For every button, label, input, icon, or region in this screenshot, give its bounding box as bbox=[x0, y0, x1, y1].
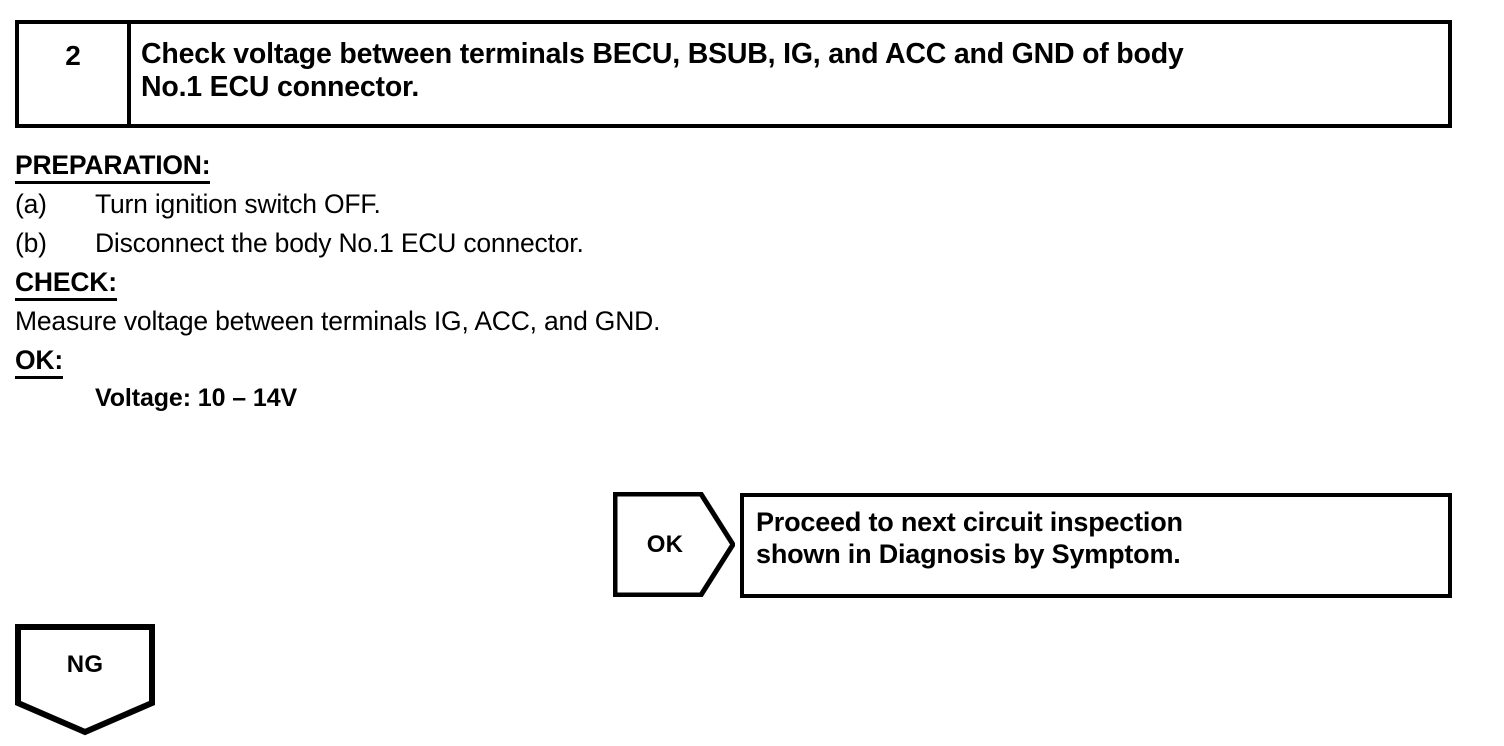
ok-result-text: Proceed to next circuit inspection shown… bbox=[756, 507, 1183, 570]
preparation-item-a: (a) Turn ignition switch OFF. bbox=[15, 191, 1215, 230]
step-title: Check voltage between terminals BECU, BS… bbox=[141, 38, 1184, 104]
ok-result-box: Proceed to next circuit inspection shown… bbox=[740, 493, 1452, 598]
preparation-item-b: (b) Disconnect the body No.1 ECU connect… bbox=[15, 230, 1215, 269]
ng-branch-flag: NG bbox=[15, 624, 155, 746]
ok-voltage-value: Voltage: 10 – 14V bbox=[95, 384, 298, 412]
ok-heading-row: OK: bbox=[15, 347, 1215, 386]
step-title-cell: Check voltage between terminals BECU, BS… bbox=[131, 24, 1448, 124]
ok-flag-shape bbox=[613, 492, 735, 597]
preparation-item-a-marker: (a) bbox=[15, 189, 47, 219]
check-text: Measure voltage between terminals IG, AC… bbox=[15, 306, 661, 336]
step-number-cell: 2 bbox=[19, 24, 131, 124]
ok-heading: OK: bbox=[15, 347, 63, 379]
preparation-item-b-text: Disconnect the body No.1 ECU connector. bbox=[95, 228, 584, 258]
step-number: 2 bbox=[65, 40, 81, 71]
preparation-heading: PREPARATION: bbox=[15, 152, 211, 184]
ok-flag-label: OK bbox=[646, 530, 684, 558]
check-heading-row: CHECK: bbox=[15, 269, 1215, 308]
ng-flag-shape bbox=[15, 624, 155, 736]
ok-value-row: Voltage: 10 – 14V bbox=[15, 386, 1215, 425]
instruction-body: PREPARATION: (a) Turn ignition switch OF… bbox=[15, 152, 1215, 425]
ok-branch-flag: OK bbox=[613, 492, 735, 597]
preparation-heading-row: PREPARATION: bbox=[15, 152, 1215, 191]
preparation-item-b-marker: (b) bbox=[15, 228, 47, 258]
preparation-item-a-text: Turn ignition switch OFF. bbox=[95, 189, 381, 219]
check-heading: CHECK: bbox=[15, 269, 117, 301]
step-header-box: 2 Check voltage between terminals BECU, … bbox=[15, 20, 1452, 128]
ng-flag-label: NG bbox=[66, 651, 104, 678]
